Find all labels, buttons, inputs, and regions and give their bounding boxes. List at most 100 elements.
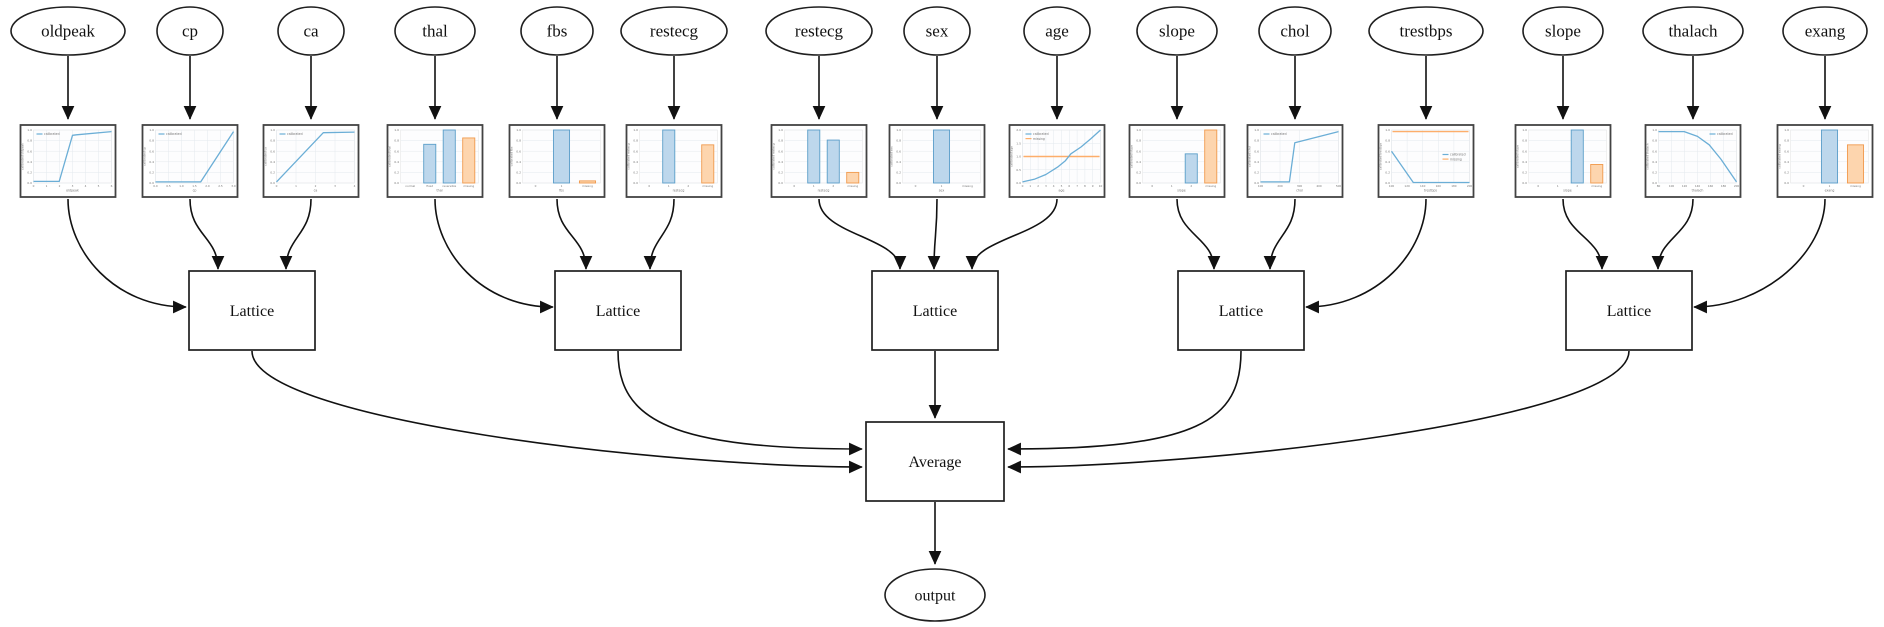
feature-node-restecg-6: restecg: [765, 6, 873, 56]
legend-calibrated: calibrated: [166, 132, 182, 136]
y-tick: 0.4: [1385, 160, 1390, 164]
y-axis-label: calibrated sex: [890, 146, 894, 167]
x-tick: 1: [668, 184, 670, 188]
x-axis-label: cp: [193, 189, 197, 193]
calibrated-bar: [826, 139, 840, 184]
x-tick: 1: [1829, 184, 1831, 188]
edge-chart-ca-to-lattice-0: [279, 198, 312, 270]
feature-node-slope-9: slope: [1136, 6, 1218, 56]
calibrated-line: [1260, 130, 1339, 183]
y-tick: 0.2: [633, 171, 638, 175]
x-tick: 120: [1682, 184, 1688, 188]
legend-calibrated: calibrated: [1717, 132, 1733, 136]
x-tick: 80: [1657, 184, 1661, 188]
legend-missing: missing: [1033, 137, 1045, 141]
x-tick: 5: [98, 184, 100, 188]
calibrated-bar: [1820, 129, 1839, 184]
x-tick: 0: [535, 184, 537, 188]
y-tick: 1.0: [394, 128, 399, 132]
x-tick: 4: [354, 184, 356, 188]
feature-node-sex-7-label: sex: [926, 22, 949, 41]
average-node: Average: [865, 421, 1005, 502]
y-tick: 0.2: [778, 171, 783, 175]
y-tick: 0.6: [633, 149, 638, 153]
x-tick: 0: [1537, 184, 1539, 188]
feature-node-trestbps-11: trestbps: [1368, 6, 1484, 56]
x-tick: 0: [33, 184, 35, 188]
x-tick: 2.0: [205, 184, 210, 188]
edge-chart-age-to-lattice-2: [965, 198, 1058, 270]
x-tick: 0: [276, 184, 278, 188]
edge-lattice-3-to-average: [1007, 350, 1242, 456]
feature-node-thalach-13: thalach: [1642, 6, 1744, 56]
edge-lattice-0-to-average: [251, 350, 863, 474]
y-tick: 2.0: [1016, 128, 1021, 132]
edge-chart-fbs-to-lattice-1: [556, 198, 593, 270]
y-tick: 1.0: [27, 128, 32, 132]
y-tick: 0.8: [1254, 139, 1259, 143]
edge-lattice-4-to-average: [1007, 350, 1630, 474]
feature-node-slope-12-label: slope: [1545, 22, 1581, 41]
y-tick: 0.2: [1385, 171, 1390, 175]
calibrated-bar: [552, 129, 571, 184]
x-tick: 10: [1099, 184, 1103, 188]
x-axis-label: fbs: [559, 189, 564, 193]
x-tick: 2: [59, 184, 61, 188]
y-tick: 0.4: [778, 160, 783, 164]
output-node-label: output: [915, 588, 956, 605]
y-tick: 0.8: [394, 139, 399, 143]
y-tick: 1.0: [1136, 128, 1141, 132]
x-axis-label: age: [1059, 189, 1065, 193]
y-tick: 0.8: [1136, 139, 1141, 143]
edge-chart-chol-to-lattice-3: [1263, 198, 1296, 270]
x-tick: missing: [962, 184, 973, 188]
x-tick: 1: [941, 184, 943, 188]
lattice-node-0-label: Lattice: [230, 303, 274, 320]
y-tick: 0.0: [1136, 181, 1141, 185]
feature-node-ca-2: ca: [277, 6, 345, 56]
x-tick: 0: [1022, 184, 1024, 188]
x-tick: normal: [405, 184, 415, 188]
y-tick: 1.0: [1016, 155, 1021, 159]
legend-calibrated: calibrated: [1271, 132, 1287, 136]
x-tick: 2.5: [218, 184, 223, 188]
x-tick: 200: [1467, 184, 1473, 188]
x-tick: 160: [1436, 184, 1442, 188]
x-tick: 2: [832, 184, 834, 188]
x-tick: 3: [72, 184, 74, 188]
x-tick: 1: [813, 184, 815, 188]
lattice-node-0: Lattice: [188, 270, 316, 351]
calibrated-line: [33, 130, 112, 183]
y-tick: 0.0: [394, 181, 399, 185]
x-tick: missing: [847, 184, 858, 188]
y-axis-label: calibrated slope: [1130, 145, 1134, 168]
y-tick: 0.8: [1522, 139, 1527, 143]
y-tick: 0.4: [149, 160, 154, 164]
x-tick: missing: [702, 184, 713, 188]
x-axis-label: restecg: [673, 189, 685, 193]
y-tick: 0.0: [516, 181, 521, 185]
y-tick: 0.4: [896, 160, 901, 164]
y-axis-label: calibrated ca: [264, 147, 268, 166]
missing-bar: [701, 144, 715, 184]
x-tick: 2: [1037, 184, 1039, 188]
feature-node-thal-3: thal: [394, 6, 476, 56]
feature-node-oldpeak-0-label: oldpeak: [41, 22, 95, 41]
x-tick: 1: [1557, 184, 1559, 188]
y-tick: 0.2: [516, 171, 521, 175]
x-tick: 2: [687, 184, 689, 188]
y-axis-label: calibrated slope: [1516, 145, 1520, 168]
y-tick: 1.0: [633, 128, 638, 132]
missing-bar: [578, 180, 597, 184]
edge-chart-oldpeak-to-lattice-0: [67, 198, 187, 314]
calibrated-line: [1022, 129, 1101, 183]
legend-missing: missing: [1450, 157, 1462, 161]
y-tick: 0.2: [27, 171, 32, 175]
y-axis-label: calibrated age: [1010, 146, 1014, 167]
x-tick: 0: [1151, 184, 1153, 188]
